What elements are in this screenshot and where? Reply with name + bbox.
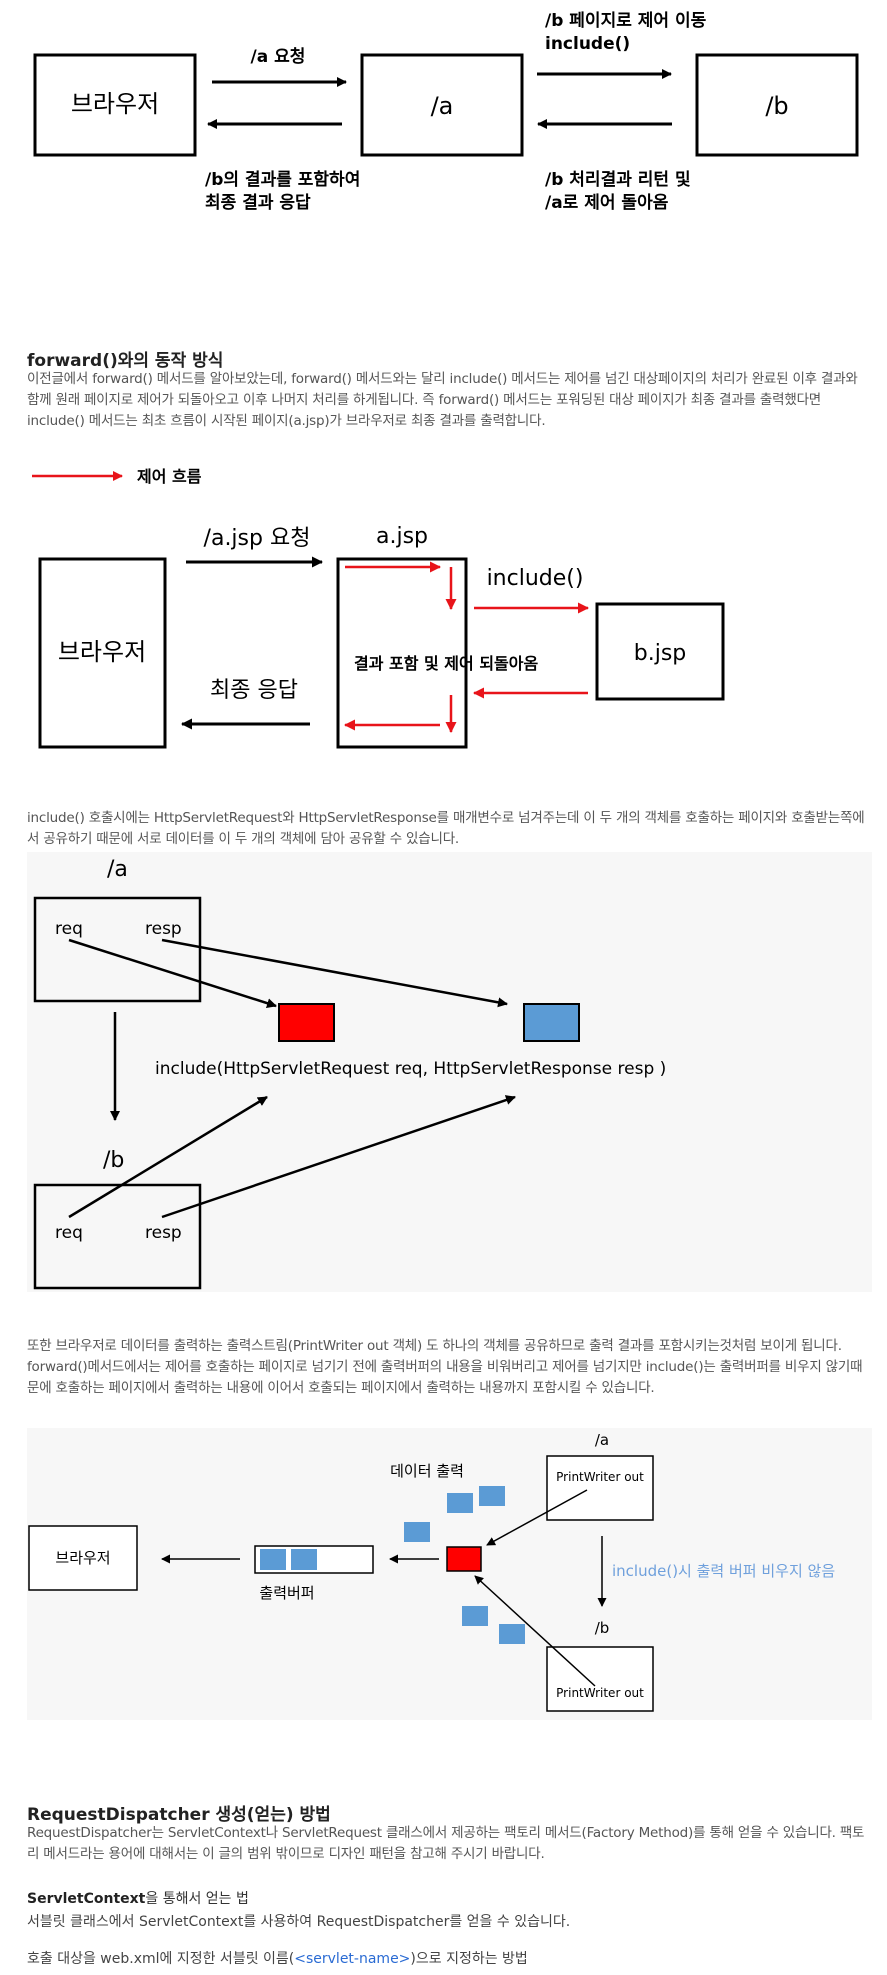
- data-block-1: [447, 1493, 473, 1513]
- servletcontext-subheading-rest: 을 통해서 얻는 법: [145, 1891, 249, 1907]
- page-b-printwriter-label: PrintWriter out: [556, 1686, 644, 1700]
- section-heading-forward-comparison: forward()와의 동작 방식: [27, 351, 224, 371]
- b-resp-label: resp: [145, 1223, 182, 1243]
- servlet-name-line-start: 호출 대상을 web.xml에 지정한 서블릿 이름(: [27, 1951, 295, 1967]
- section-heading-requestdispatcher: RequestDispatcher 생성(얻는) 방법: [27, 1805, 331, 1825]
- data-block-4: [462, 1606, 488, 1626]
- browser-label: 브라우저: [71, 90, 159, 118]
- data-block-3: [404, 1522, 430, 1542]
- page-b-label: /b: [103, 1148, 124, 1173]
- buffer-block-2: [291, 1549, 317, 1570]
- page-a-label: /a: [595, 1431, 609, 1449]
- servletcontext-term: ServletContext: [27, 1891, 146, 1907]
- page-b-box: [33, 1183, 202, 1290]
- final-response-label: 최종 응답: [210, 678, 298, 703]
- return-label-1: /b 처리결과 리턴 및: [545, 170, 691, 190]
- page-b-label: /b: [595, 1619, 610, 1637]
- browser-label: 브라우저: [55, 1549, 110, 1567]
- include-label: include(): [487, 566, 584, 591]
- b-jsp-label: b.jsp: [634, 641, 687, 666]
- page-a-box: [33, 896, 202, 1003]
- servletcontext-description: 서블릿 클래스에서 ServletContext를 사용하여 RequestDi…: [27, 1914, 571, 1930]
- shared-request-response-diagram: /a req resp /b req resp include(HttpServ…: [27, 852, 887, 1292]
- servletcontext-subheading: ServletContext을 통해서 얻는 법: [27, 1888, 249, 1908]
- requestdispatcher-paragraph: RequestDispatcher는 ServletContext나 Servl…: [27, 1825, 865, 1862]
- control-move-label-2: include(): [545, 34, 630, 54]
- no-flush-note: include()시 출력 버퍼 비우지 않음: [612, 1562, 835, 1580]
- include-signature: include(HttpServletRequest req, HttpServ…: [155, 1059, 666, 1079]
- return-label: 결과 포함 및 제어 되돌아옴: [354, 654, 538, 673]
- servlet-name-method-line: 호출 대상을 web.xml에 지정한 서블릿 이름(<servlet-name…: [27, 1948, 528, 1968]
- control-flow-legend: 제어 흐름: [27, 462, 267, 492]
- request-label: /a.jsp 요청: [204, 526, 311, 551]
- buffer-block-1: [260, 1549, 286, 1570]
- request-label: /a 요청: [251, 46, 306, 67]
- data-output-label: 데이터 출력: [390, 1462, 464, 1480]
- legend-label: 제어 흐름: [137, 467, 202, 486]
- data-block-2: [479, 1486, 505, 1506]
- page-a-printwriter-box: [546, 1455, 654, 1521]
- a-jsp-box: [336, 557, 468, 749]
- page-b-label: /b: [765, 92, 788, 120]
- output-buffer-diagram: 브라우저 출력버퍼 데이터 출력 /a PrintWriter out /b P…: [27, 1428, 887, 1720]
- servlet-name-code: <servlet-name>: [294, 1951, 411, 1967]
- b-jsp-box: [595, 602, 725, 701]
- servlet-name-line-end: )으로 지정하는 방법: [410, 1951, 528, 1967]
- data-block-5: [499, 1624, 525, 1644]
- response-label-1: /b의 결과를 포함하여: [205, 169, 360, 190]
- browser-label: 브라우저: [58, 638, 146, 666]
- a-jsp-label: a.jsp: [376, 524, 428, 549]
- shared-objects-paragraph: include() 호출시에는 HttpServletRequest와 Http…: [27, 810, 865, 847]
- return-label-2: /a로 제어 돌아옴: [545, 193, 669, 213]
- page-a-label: /a: [431, 92, 454, 120]
- req-object-block: [278, 1003, 335, 1042]
- browser-box: [28, 1525, 138, 1591]
- page-a-label: /a: [107, 857, 128, 882]
- resp-object-block: [523, 1003, 580, 1042]
- page-a-box: [360, 53, 524, 157]
- output-stream-paragraph: 또한 브라우저로 데이터를 출력하는 출력스트림(PrintWriter out…: [27, 1338, 863, 1396]
- response-label-2: 최종 결과 응답: [205, 193, 311, 213]
- forward-flow-diagram: 브라우저 /a /b /a 요청 /b 페이지로 제어 이동 include()…: [0, 0, 887, 240]
- a-req-label: req: [55, 919, 83, 939]
- page-a-printwriter-label: PrintWriter out: [556, 1470, 644, 1484]
- page-b-box: [695, 53, 859, 157]
- a-resp-label: resp: [145, 919, 182, 939]
- include-flow-diagram: 브라우저 a.jsp b.jsp /a.jsp 요청 최종 응답 include…: [0, 505, 887, 765]
- browser-box: [33, 53, 197, 157]
- output-buffer-label: 출력버퍼: [259, 1584, 314, 1602]
- b-req-label: req: [55, 1223, 83, 1243]
- browser-box: [38, 557, 167, 749]
- shared-out-block: [446, 1546, 482, 1572]
- control-move-label-1: /b 페이지로 제어 이동: [545, 11, 707, 31]
- forward-comparison-paragraph: 이전글에서 forward() 메서드를 알아보았는데, forward() 메…: [27, 371, 858, 429]
